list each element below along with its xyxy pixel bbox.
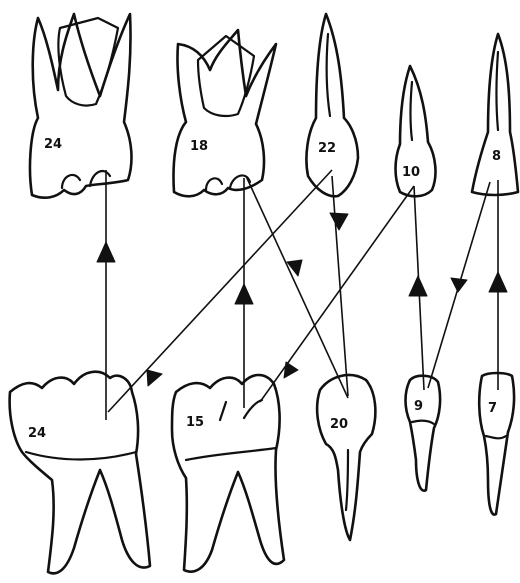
tooth-label: 24 bbox=[28, 426, 46, 441]
tooth-outline bbox=[317, 375, 375, 540]
contact-arrow bbox=[428, 182, 490, 388]
tooth-label: 10 bbox=[402, 165, 420, 180]
arrowhead bbox=[147, 370, 162, 386]
tooth-label: 24 bbox=[44, 137, 62, 152]
upper-molar-24: 24 bbox=[30, 14, 131, 198]
lower-incisor-7: 7 bbox=[479, 373, 514, 515]
arrowhead bbox=[451, 278, 467, 292]
upper-molar-18: 18 bbox=[174, 30, 277, 196]
arrowhead bbox=[284, 362, 298, 378]
tooth-label: 8 bbox=[492, 149, 501, 164]
lower-molar-24: 24 bbox=[10, 372, 150, 574]
arrowhead bbox=[330, 213, 348, 230]
arrowhead bbox=[409, 276, 427, 296]
upper-incisor-8: 8 bbox=[472, 34, 518, 195]
connector-line bbox=[332, 176, 348, 396]
tooth-label: 18 bbox=[190, 139, 208, 154]
lower-premolar-9: 9 bbox=[406, 376, 441, 491]
arrowhead bbox=[235, 284, 253, 304]
upper-premolar-10: 10 bbox=[396, 66, 436, 196]
arrowhead bbox=[97, 242, 115, 262]
tooth-outline bbox=[172, 375, 284, 572]
tooth-outline bbox=[479, 373, 514, 515]
upper-premolar-22: 22 bbox=[306, 14, 358, 196]
contact-arrow bbox=[235, 178, 253, 408]
arrowhead bbox=[489, 272, 507, 292]
tooth-outline bbox=[472, 34, 518, 195]
tooth-label: 22 bbox=[318, 141, 336, 156]
lower-molar-15: 15 bbox=[172, 375, 284, 572]
contact-arrow bbox=[489, 180, 507, 390]
tooth-label: 9 bbox=[414, 399, 423, 414]
tooth-outline bbox=[174, 30, 277, 196]
tooth-outline bbox=[10, 372, 150, 574]
connector-line bbox=[246, 176, 348, 398]
tooth-outline bbox=[306, 14, 358, 196]
tooth-label: 15 bbox=[186, 415, 204, 430]
tooth-label: 7 bbox=[488, 401, 497, 416]
arrowhead bbox=[287, 260, 302, 276]
tooth-label: 20 bbox=[330, 417, 348, 432]
lower-premolar-20: 20 bbox=[317, 375, 375, 540]
contact-arrow bbox=[246, 176, 348, 398]
tooth-outline bbox=[406, 376, 441, 491]
contact-arrow bbox=[409, 186, 427, 390]
